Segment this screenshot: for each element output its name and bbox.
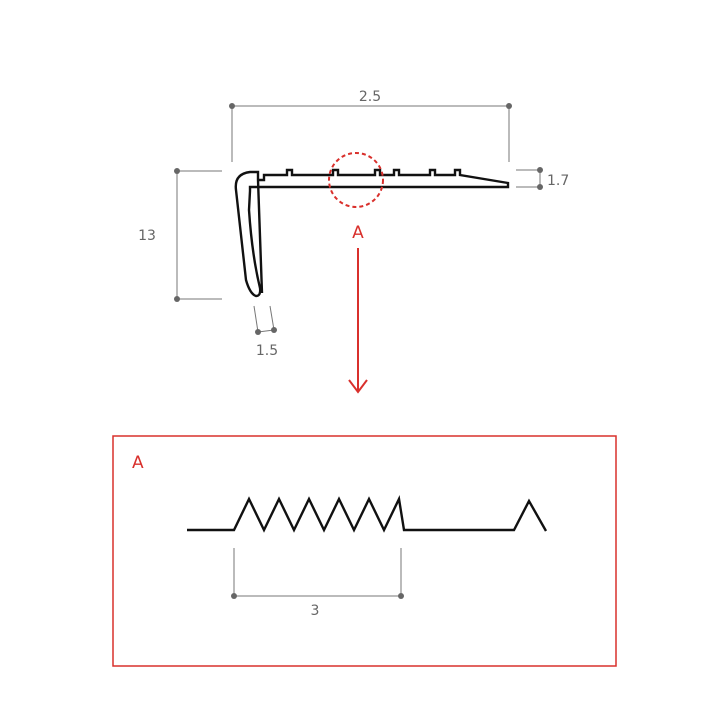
profile-section <box>234 168 510 298</box>
detail-arrow-head <box>348 379 368 394</box>
lip-thickness-dimension: 1.7 <box>516 167 569 190</box>
detail-callout: A <box>328 152 384 394</box>
detail-circle <box>328 152 384 208</box>
leg-thickness-dimension: 1.5 <box>253 305 278 359</box>
tooth-pitch-dimension: 3 <box>231 548 404 619</box>
leg-thickness-label: 1.5 <box>256 343 278 359</box>
width-dimension: 2.5 <box>229 89 512 162</box>
height-dimension: 13 <box>138 168 222 302</box>
nosing-profile-outline <box>234 168 510 298</box>
width-label: 2.5 <box>359 89 381 105</box>
height-label: 13 <box>138 228 156 244</box>
serrated-profile <box>187 495 548 533</box>
detail-a-frame <box>112 435 617 667</box>
detail-a-panel: A 3 <box>112 435 617 667</box>
detail-a-title: A <box>132 453 144 473</box>
lip-thickness-label: 1.7 <box>547 173 569 189</box>
detail-marker-label: A <box>352 223 364 243</box>
tooth-pitch-label: 3 <box>311 603 320 619</box>
